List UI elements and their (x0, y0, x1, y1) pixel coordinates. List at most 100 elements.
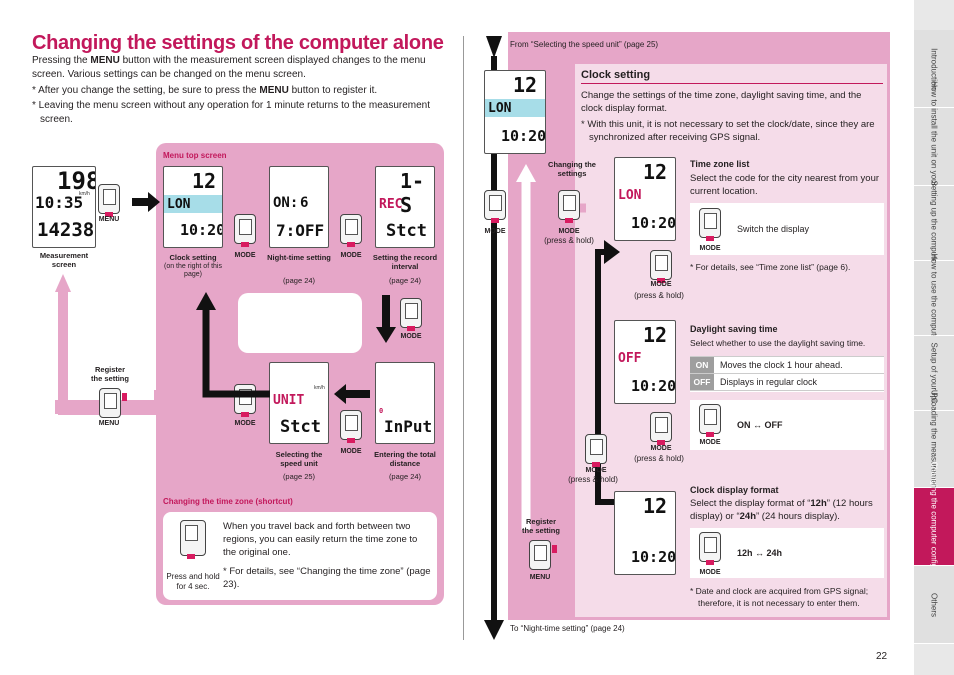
night-time-page: (page 24) (282, 276, 316, 285)
selecting-speed-label: Selecting the speed unit (275, 450, 323, 468)
right-mode-label-2: MODE (558, 228, 580, 235)
dst-mode-device[interactable] (699, 404, 721, 437)
register-menu-label-left: MENU (98, 420, 120, 427)
cdf-lcd: 12 10:20 (614, 491, 676, 575)
cdf-title: Clock display format (690, 485, 779, 495)
timezone-note: * For details, see “Time zone list” (pag… (690, 262, 851, 272)
total-distance-lcd: 0 InPut (375, 362, 435, 444)
page-number: 22 (876, 651, 888, 662)
clock-description: Change the settings of the time zone, da… (581, 90, 862, 114)
mode-label-1: MODE (234, 252, 256, 259)
right-mode-device-4[interactable] (650, 412, 672, 445)
cdf-note: * Date and clock are acquired from GPS s… (690, 586, 869, 608)
clock-setting-heading: Clock setting (581, 69, 651, 81)
timezone-title: Time zone list (690, 159, 750, 169)
right-loop-arrow (516, 164, 586, 530)
mode-device-3[interactable] (400, 298, 422, 331)
shortcut-press-label: Press and hold for 4 sec. (166, 572, 220, 591)
register-menu-device-left[interactable] (99, 388, 127, 418)
on-off-box (690, 400, 884, 450)
right-mode-device-3[interactable] (650, 250, 672, 283)
dst-on-row: ON Moves the clock 1 hour ahead. (690, 357, 884, 374)
clock-heading-rule (581, 83, 883, 84)
measurement-screen-lcd: 198 km/h 10:35 14238 (32, 166, 96, 248)
menu-button-label: MENU (98, 216, 120, 223)
page-title: Changing the settings of the computer al… (32, 32, 444, 54)
tab-setting-up[interactable]: Setting up the computer (914, 181, 954, 265)
sidebar: Introduction How to install the unit on … (914, 0, 954, 675)
dst-mode-label: MODE (699, 439, 721, 446)
timezone-lcd: 12 LON 10:20 (614, 157, 676, 241)
menu-top-screen-label: Menu top screen (163, 151, 227, 160)
register-menu-device-right[interactable] (529, 540, 557, 570)
clock-setting-sub: (on the right of this page) (164, 263, 222, 278)
dst-lcd: 12 OFF 10:20 (614, 320, 676, 404)
switch-display-label: Switch the display (737, 224, 810, 234)
blank-box (238, 293, 362, 353)
right-mode-device-1[interactable] (484, 190, 506, 223)
shortcut-text: When you travel back and forth between t… (223, 521, 418, 558)
tz-mode-label: MODE (699, 245, 721, 252)
from-label: From “Selecting the speed unit” (page 25… (510, 40, 659, 49)
cdf-desc: Select the display format of “12h” (12 h… (690, 498, 873, 522)
tab-setup-pc[interactable]: Setup of your PC (914, 336, 954, 411)
tab-introduction[interactable]: Introduction (914, 30, 954, 108)
dst-desc: Select whether to use the daylight savin… (690, 338, 866, 348)
total-distance-label: Entering the total distance (374, 450, 436, 468)
tab-install[interactable]: How to install the unit on your bicycle (914, 81, 954, 212)
record-interval-lcd: 1-S REC Stct (375, 166, 435, 248)
mode-label-5: MODE (234, 420, 256, 427)
tab-uploading[interactable]: Uploading the measurement data (914, 390, 954, 508)
clock-setting-lcd: 12 LON 10:20 (163, 166, 223, 248)
record-interval-label: Setting the record interval (372, 253, 438, 271)
left-arrow-1 (334, 384, 370, 404)
register-menu-label-right: MENU (529, 574, 551, 581)
selecting-speed-page: (page 25) (282, 472, 316, 481)
right-mode-device-5[interactable] (585, 434, 607, 467)
mode-label-3: MODE (400, 333, 422, 340)
right-mode-label-3: MODE (650, 281, 672, 288)
menu-device[interactable] (98, 184, 120, 217)
right-mode-label-5: MODE (585, 467, 607, 474)
mode-device-2[interactable] (340, 214, 362, 247)
mode-label-4: MODE (340, 448, 362, 455)
tab-how-to-use[interactable]: How to use the computer (914, 254, 954, 342)
night-time-lcd: ON: 6 7:OFF (269, 166, 329, 248)
on-off-label: ON ↔ OFF (737, 420, 783, 430)
total-distance-page: (page 24) (388, 472, 422, 481)
mode-device-1[interactable] (234, 214, 256, 247)
mode-device-4[interactable] (340, 410, 362, 443)
shortcut-box (163, 512, 437, 600)
shortcut-device[interactable] (180, 520, 206, 559)
cdf-mode-device[interactable] (699, 532, 721, 565)
intro-note-2: * Leaving the menu screen without any op… (32, 100, 431, 125)
timezone-desc: Select the code for the city nearest fro… (690, 173, 880, 197)
tz-mode-device[interactable] (699, 208, 721, 241)
shortcut-title: Changing the time zone (shortcut) (163, 497, 293, 506)
clock-note: * With this unit, it is not necessary to… (581, 119, 875, 143)
right-press-hold-4: (press & hold) (568, 475, 618, 484)
to-label: To “Night-time setting” (page 24) (510, 624, 625, 633)
right-press-hold-1: (press & hold) (544, 236, 594, 245)
column-divider (463, 36, 464, 640)
right-clock-lcd: 12 LON 10:20 (484, 70, 546, 154)
tab-changing-config[interactable]: Changing the computer configuration (914, 461, 954, 592)
switch-display-box (690, 203, 884, 255)
shortcut-note: * For details, see “Changing the time zo… (223, 566, 431, 590)
night-time-label: Night-time setting (267, 253, 331, 262)
mode-label-2: MODE (340, 252, 362, 259)
return-arrow (196, 292, 270, 398)
right-press-hold-2: (press & hold) (634, 291, 684, 300)
right-press-hold-3: (press & hold) (634, 454, 684, 463)
cdf-mode-label: MODE (699, 569, 721, 576)
changing-settings-label: Changing the settings (548, 160, 596, 178)
tab-others[interactable]: Others (914, 566, 954, 644)
right-mode-device-2[interactable] (558, 190, 580, 223)
dst-off-row: OFF Displays in regular clock (690, 374, 884, 391)
h12-24-box (690, 528, 884, 578)
intro-note-1: * After you change the setting, be sure … (32, 85, 378, 96)
right-mode-label-4: MODE (650, 445, 672, 452)
arrow-to-clock (132, 192, 160, 212)
down-arrow (376, 295, 396, 343)
